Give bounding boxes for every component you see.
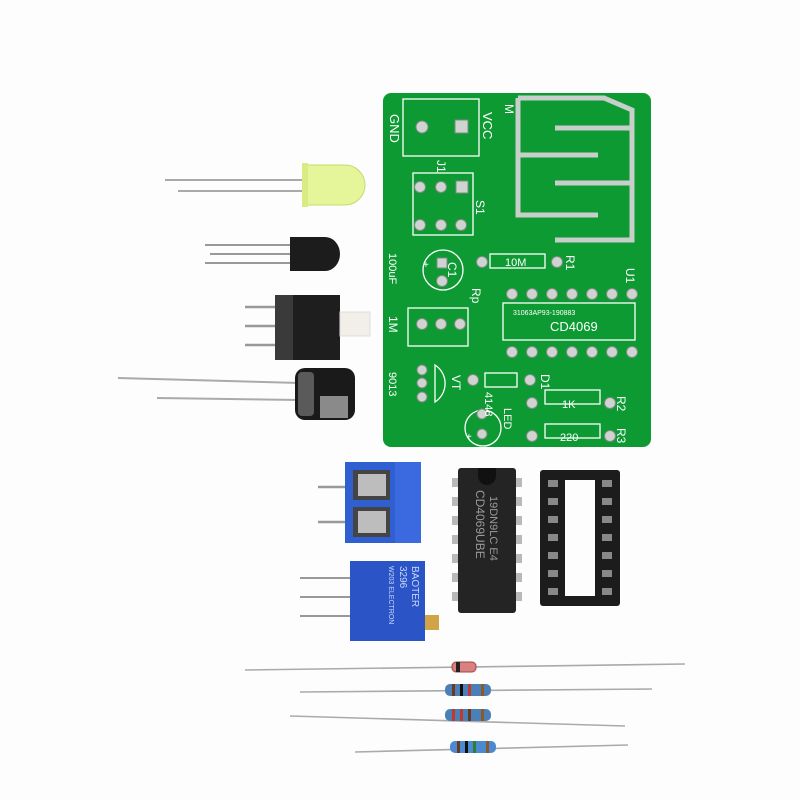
label-vcc: VCC <box>480 112 495 139</box>
ic-socket-component <box>540 470 620 606</box>
push-switch-component <box>245 295 371 360</box>
pcb-board: GND VCC M J1 S1 100uF C1 10M R1 U1 Rp 1M… <box>383 93 651 447</box>
pot-marking-line3: W203 ELECTRON <box>387 566 394 624</box>
label-gnd: GND <box>387 114 402 143</box>
resistor-1k <box>299 684 653 696</box>
resistor-10m <box>354 741 629 753</box>
capacitor-component <box>117 368 355 420</box>
ic-chip-component: 19DN9LC E4 CD4069UBE <box>452 468 522 613</box>
label-plus-led: + <box>466 432 472 443</box>
label-cd4069: CD4069 <box>550 319 598 334</box>
label-m: M <box>502 104 516 114</box>
label-220: 220 <box>560 432 578 444</box>
label-j1: J1 <box>434 160 448 173</box>
label-10m: 10M <box>505 257 526 269</box>
label-led: LED <box>501 408 513 429</box>
label-9013: 9013 <box>386 372 398 396</box>
pot-marking-model: 3296 <box>397 566 408 589</box>
label-d1: D1 <box>538 374 552 390</box>
diode-component <box>244 661 686 673</box>
label-1m: 1M <box>386 316 400 333</box>
potentiometer-component: BAOTER 3296 W203 ELECTRON <box>300 561 439 641</box>
led-component <box>165 163 366 207</box>
pot-marking-brand: BAOTER <box>409 566 420 607</box>
label-4148: 4148 <box>482 392 494 416</box>
label-u1: U1 <box>623 268 637 284</box>
label-r2: R2 <box>614 396 628 412</box>
resistor-220 <box>289 709 626 727</box>
terminal-block-component <box>318 462 421 543</box>
label-rp: Rp <box>469 288 483 304</box>
ic-marking-line1: 19DN9LC E4 <box>487 496 499 561</box>
antenna-trace <box>515 95 635 243</box>
label-plus-c1: + <box>423 260 429 271</box>
label-r1: R1 <box>563 255 577 271</box>
transistor-component <box>205 237 340 271</box>
label-1k: 1K <box>562 399 576 411</box>
label-c1: C1 <box>445 262 459 278</box>
label-s1: S1 <box>473 200 487 215</box>
label-r3: R3 <box>614 428 628 444</box>
label-vt: VT <box>449 375 463 391</box>
label-ic-code: 31063AP93-190883 <box>513 310 575 317</box>
ic-marking-line2: CD4069UBE <box>473 490 487 559</box>
label-100uf: 100uF <box>386 253 398 284</box>
